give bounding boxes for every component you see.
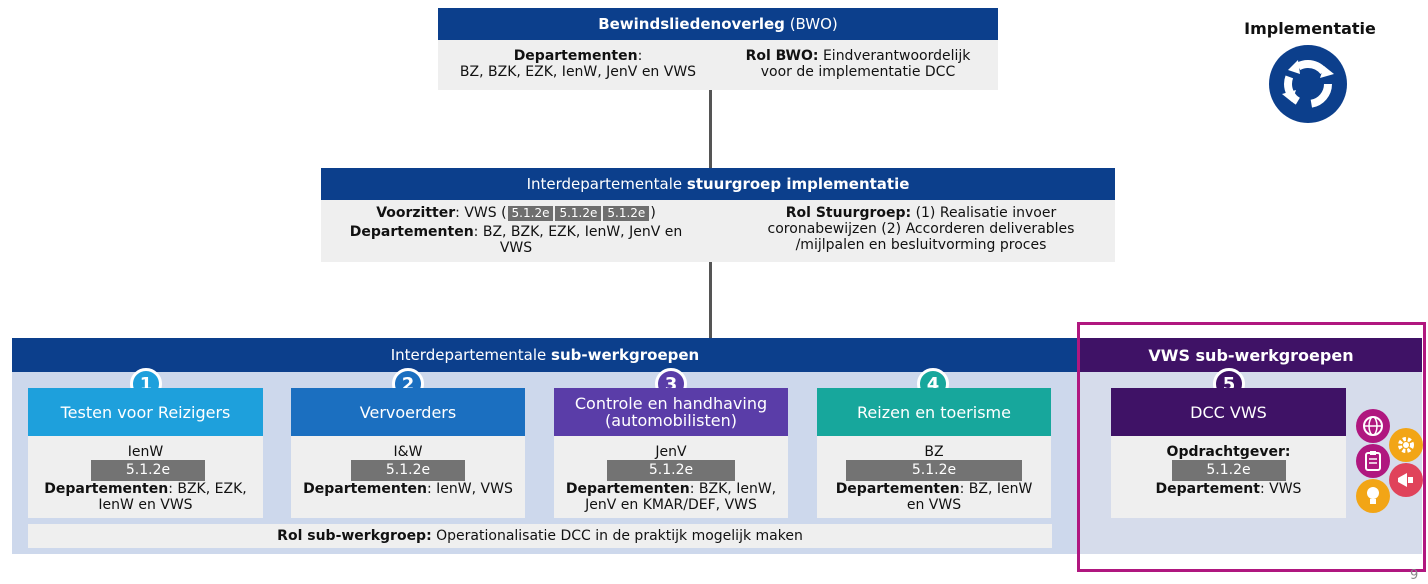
vws-group-body: Opdrachtgever: 5.1.2e Departement: VWS — [1111, 436, 1346, 518]
subwerkgroepen-header: Interdepartementale sub-werkgroepen — [12, 338, 1078, 372]
redaction-block: 5.1.2e — [91, 460, 205, 481]
stuurgroep-departments: Departementen: BZ, BZK, EZK, IenW, JenV … — [349, 224, 683, 256]
stuurgroep-role: Rol Stuurgroep: (1) Realisatie invoer co… — [767, 205, 1075, 253]
bwo-header: Bewindsliedenoverleg (BWO) — [438, 8, 998, 40]
group-title: Reizen en toerisme — [817, 388, 1051, 436]
vws-highlight-frame — [1077, 322, 1426, 572]
connector-line-top — [709, 90, 712, 168]
redaction-block: 5.1.2e — [1171, 460, 1286, 481]
redaction-block: 5.1.2e — [607, 460, 735, 481]
group-body: JenV 5.1.2e Departementen: BZK, IenW, Je… — [554, 436, 788, 518]
subwerkgroepen-title: Interdepartementale sub-werkgroepen — [390, 346, 700, 364]
redaction-mark: 5.1.2e — [555, 206, 602, 221]
implementatie-label: Implementatie — [1244, 19, 1376, 38]
redaction-block: 5.1.2e — [351, 460, 465, 481]
circular-arrows-icon — [1268, 44, 1348, 124]
group-body: I&W 5.1.2e Departementen: IenW, VWS — [291, 436, 525, 518]
connector-line-bottom — [709, 262, 712, 338]
megaphone-icon — [1389, 463, 1423, 497]
globe-icon — [1356, 409, 1390, 443]
redaction-mark: 5.1.2e — [603, 206, 650, 221]
group-title: Vervoerders — [291, 388, 525, 436]
bwo-body: Departementen: BZ, BZK, EZK, IenW, JenV … — [438, 40, 998, 90]
redaction-block: 5.1.2e — [846, 460, 1022, 481]
group-body: IenW 5.1.2e Departementen: BZK, EZK, Ien… — [28, 436, 263, 518]
bwo-title: Bewindsliedenoverleg (BWO) — [598, 15, 838, 33]
vws-header: VWS sub-werkgroepen — [1080, 338, 1422, 372]
lightbulb-icon — [1356, 479, 1390, 513]
bwo-departments: Departementen: BZ, BZK, EZK, IenW, JenV … — [459, 48, 697, 80]
clipboard-icon — [1356, 444, 1390, 478]
vws-group-title: DCC VWS — [1111, 388, 1346, 436]
group-title: Testen voor Reizigers — [28, 388, 263, 436]
gear-icon — [1389, 428, 1423, 462]
subwerkgroep-role: Rol sub-werkgroep: Operationalisatie DCC… — [28, 524, 1052, 548]
bwo-role: Rol BWO: Eindverantwoordelijk voor de im… — [745, 48, 971, 80]
group-body: BZ 5.1.2e Departementen: BZ, IenW en VWS — [817, 436, 1051, 518]
stuurgroep-header: Interdepartementale stuurgroep implement… — [321, 168, 1115, 200]
group-title: Controle en handhaving (automobilisten) — [554, 388, 788, 436]
page-number: 9 — [1410, 568, 1419, 583]
redaction-mark: 5.1.2e — [507, 206, 554, 221]
stuurgroep-title: Interdepartementale stuurgroep implement… — [526, 175, 910, 193]
